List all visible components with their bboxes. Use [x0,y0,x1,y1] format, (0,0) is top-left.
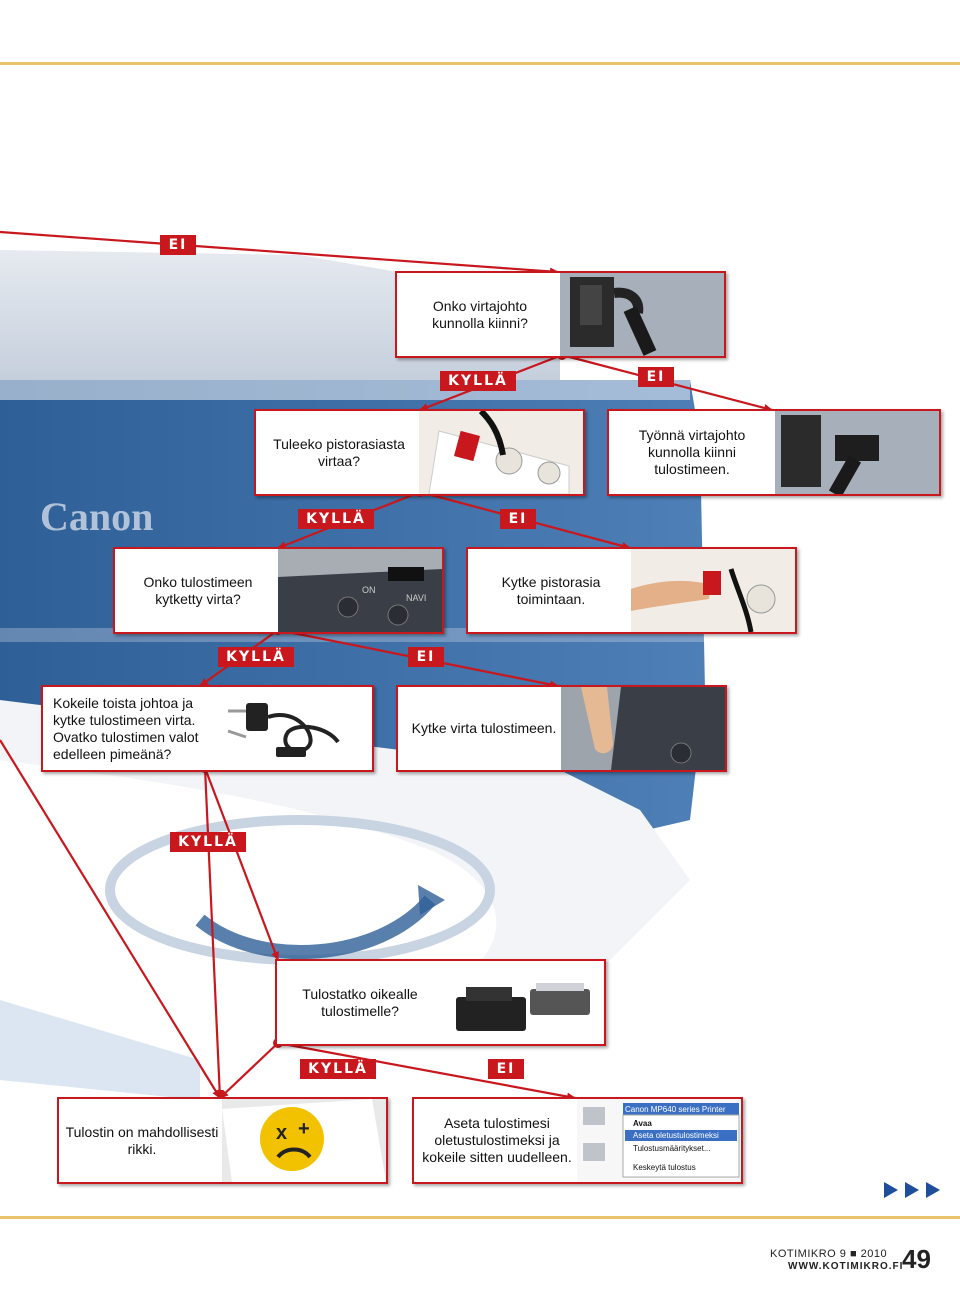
step-text: Kytke pistorasia toimintaan. [476,549,626,632]
page-number: 49 [902,1244,931,1275]
step-box-correct-printer: Tulostatko oikealle tulostimelle? [275,959,606,1046]
hand-switch-photo [631,549,795,632]
step-box-socket-power: Tuleeko pistorasiasta virtaa? [254,409,585,496]
yes-label-2: KYLLÄ [298,509,374,529]
step-box-try-other-cord: Kokeile toista johtoa ja kytke tulostime… [41,685,374,772]
step-text: Kokeile toista johtoa ja kytke tulostime… [53,687,213,770]
sad-smiley-paper-photo: x + [222,1099,386,1182]
power-strip-photo [419,411,583,494]
printer-panel-photo: ON NAVI [278,549,442,632]
step-box-turn-on-socket: Kytke pistorasia toimintaan. [466,547,797,634]
step-box-printer-switched-on: Onko tulostimeen kytketty virta? ON NAVI [113,547,444,634]
step-text: Onko tulostimeen kytketty virta? [123,549,273,632]
svg-text:+: + [298,1118,310,1140]
no-label-5: EI [488,1059,524,1079]
step-box-printer-broken: Tulostin on mahdollisesti rikki. x + [57,1097,388,1184]
menu-item-print-settings: Tulostusmääritykset... [633,1144,711,1153]
panel-on-text: ON [362,585,376,595]
no-label-1: EI [160,235,196,255]
power-cord-photo [560,273,724,356]
step-text: Työnnä virtajohto kunnolla kiinni tulost… [617,411,767,494]
yes-label-5: KYLLÄ [300,1059,376,1079]
svg-text:x: x [276,1122,287,1144]
magazine-website: WWW.KOTIMIKRO.FI [788,1261,903,1272]
power-cord-photo [775,411,939,494]
step-box-power-cord-check: Onko virtajohto kunnolla kiinni? [395,271,726,358]
context-menu-screenshot: Canon MP640 series Printer Avaa Aseta ol… [577,1099,741,1182]
no-label-3: EI [500,509,536,529]
yes-label-1: KYLLÄ [440,371,516,391]
canon-logo: Canon [40,494,153,539]
step-box-push-power-cord: Työnnä virtajohto kunnolla kiinni tulost… [607,409,941,496]
menu-title: Canon MP640 series Printer [625,1105,726,1114]
step-box-set-default-printer: Aseta tulostimesi oletustulostimeksi ja … [412,1097,743,1184]
yes-label-4: KYLLÄ [170,832,246,852]
two-printers-photo [440,961,604,1044]
continue-arrows-icon [884,1181,942,1199]
menu-item-set-default: Aseta oletustulostimeksi [633,1131,719,1140]
no-label-2: EI [638,367,674,387]
step-box-switch-on-printer: Kytke virta tulostimeen. [396,685,727,772]
no-label-4: EI [408,647,444,667]
step-text: Tulostatko oikealle tulostimelle? [285,961,435,1044]
yes-label-3: KYLLÄ [218,647,294,667]
panel-navi-text: NAVI [406,593,426,603]
menu-item-open: Avaa [633,1119,652,1128]
step-text: Tulostin on mahdollisesti rikki. [65,1099,219,1182]
step-text: Aseta tulostimesi oletustulostimeksi ja … [418,1099,576,1182]
step-text: Tuleeko pistorasiasta virtaa? [264,411,414,494]
finger-power-button-photo [561,687,725,770]
step-text: Onko virtajohto kunnolla kiinni? [405,273,555,356]
magazine-issue: KOTIMIKRO 9 ■ 2010 [770,1248,887,1260]
menu-item-pause: Keskeytä tulostus [633,1163,696,1172]
step-text: Kytke virta tulostimeen. [406,687,562,770]
power-cable-photo [218,687,372,770]
